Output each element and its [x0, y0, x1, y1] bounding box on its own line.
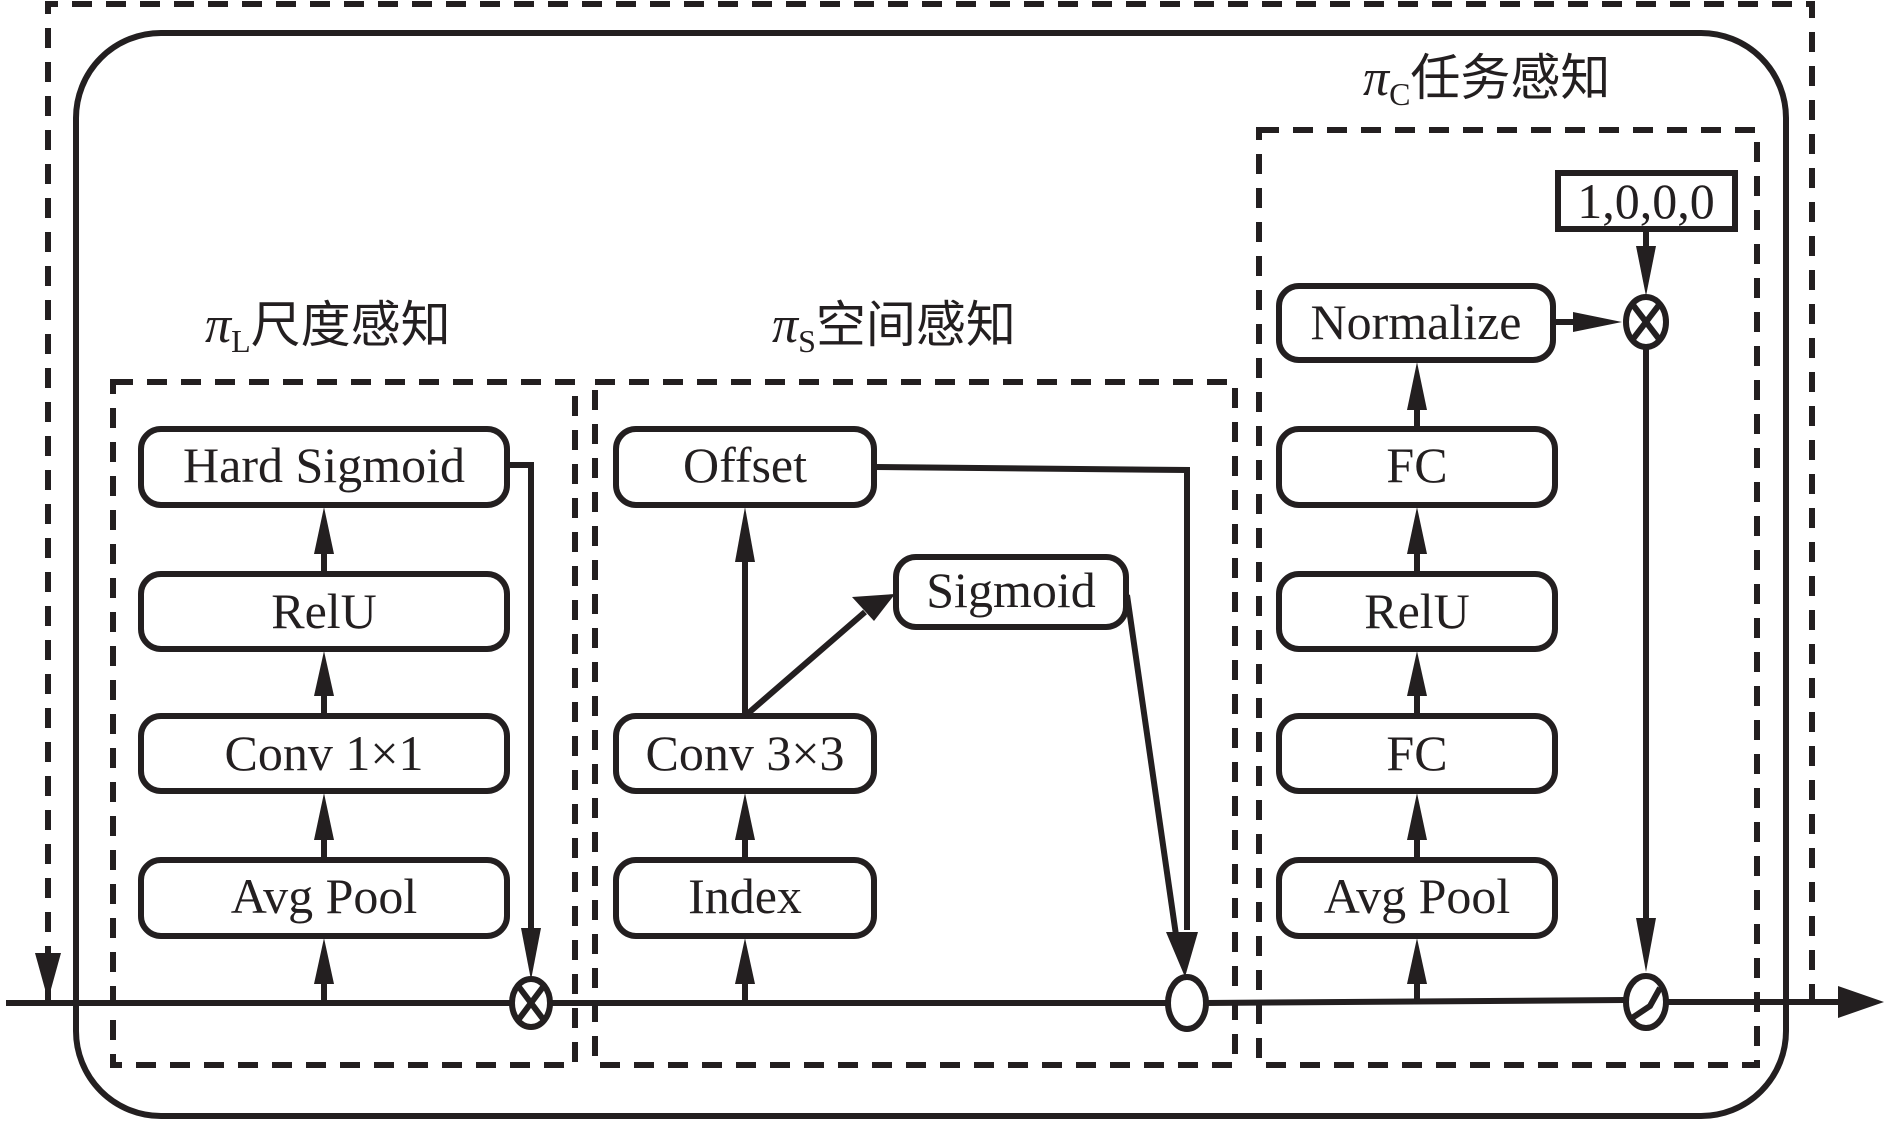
- spatial-block-conv3x3: Conv 3×3: [613, 713, 877, 794]
- spatial-block-index: Index: [613, 857, 877, 939]
- spatial-index-label: Index: [688, 868, 802, 924]
- scale-multiply-node: [509, 976, 553, 1030]
- scale-aware-title: πL尺度感知: [205, 296, 451, 359]
- scale-arrows: [314, 462, 541, 1003]
- task-aware-title: πC任务感知: [1363, 49, 1610, 112]
- task-block-normalize: Normalize: [1276, 283, 1556, 363]
- task-dynamic-activation-node: [1623, 973, 1669, 1031]
- scale-hard-sigmoid-label: Hard Sigmoid: [183, 437, 465, 493]
- spatial-conv-label: Conv 3×3: [645, 725, 844, 781]
- residual-skip-path: [45, 1, 1815, 1003]
- scale-relu-label: RelU: [271, 583, 377, 639]
- scale-block-conv1x1: Conv 1×1: [138, 713, 510, 794]
- task-fc2-label: FC: [1386, 437, 1447, 493]
- task-block-relu: RelU: [1276, 571, 1558, 652]
- task-block-avg-pool: Avg Pool: [1276, 857, 1558, 939]
- task-fc1-label: FC: [1386, 725, 1447, 781]
- spatial-aware-frame: [592, 379, 1238, 1068]
- task-avg-pool-label: Avg Pool: [1324, 868, 1511, 924]
- spatial-aware-title: πS空间感知: [772, 296, 1016, 359]
- scale-block-avg-pool: Avg Pool: [138, 857, 510, 939]
- task-multiply-node: [1623, 294, 1669, 350]
- scale-avg-pool-label: Avg Pool: [231, 868, 418, 924]
- task-block-fc-2: FC: [1276, 426, 1558, 508]
- spatial-sampling-node: [1165, 974, 1209, 1032]
- task-init-vector-label: 1,0,0,0: [1577, 173, 1715, 229]
- spatial-offset-label: Offset: [683, 437, 807, 493]
- spatial-arrows: [735, 464, 1198, 1003]
- task-init-vector-box: 1,0,0,0: [1555, 170, 1738, 232]
- scale-conv-label: Conv 1×1: [224, 725, 423, 781]
- task-arrows: [1407, 229, 1656, 1001]
- spatial-sigmoid-label: Sigmoid: [926, 562, 1095, 618]
- main-line-seg3: [1205, 997, 1626, 1006]
- spatial-block-sigmoid: Sigmoid: [893, 554, 1129, 630]
- task-relu-label: RelU: [1364, 583, 1470, 639]
- task-normalize-label: Normalize: [1310, 294, 1521, 350]
- dyhead-block-container: [73, 30, 1789, 1119]
- task-aware-frame: [1256, 127, 1760, 1068]
- scale-block-hard-sigmoid: Hard Sigmoid: [138, 426, 510, 508]
- scale-block-relu: RelU: [138, 571, 510, 652]
- spatial-block-offset: Offset: [613, 426, 877, 508]
- output-arrow-head: [1838, 986, 1884, 1018]
- scale-aware-frame: [110, 379, 578, 1068]
- task-block-fc-1: FC: [1276, 713, 1558, 794]
- skip-arrow-head: [35, 953, 61, 1000]
